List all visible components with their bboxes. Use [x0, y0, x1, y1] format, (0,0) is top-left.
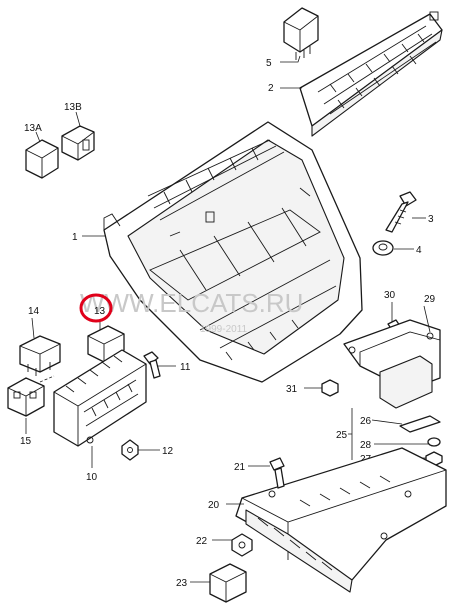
part-2-relay-carrier[interactable]: [299, 11, 443, 137]
part-22-nut[interactable]: [231, 533, 253, 557]
callout-13: 13: [94, 306, 106, 317]
callout-10: 10: [86, 472, 98, 483]
callout-1: 1: [72, 232, 78, 243]
callout-20: 20: [208, 500, 220, 511]
part-3-bolt[interactable]: [385, 191, 417, 233]
part-15-relay-base[interactable]: [7, 377, 45, 417]
part-26-clip[interactable]: [399, 415, 441, 433]
part-11-screw[interactable]: [143, 351, 161, 379]
callout-30: 30: [384, 290, 396, 301]
callout-12: 12: [162, 446, 174, 457]
part-21-screw[interactable]: [269, 457, 285, 489]
callout-22: 22: [196, 536, 208, 547]
part-13a-relay[interactable]: [25, 139, 59, 179]
part-4-grommet[interactable]: [372, 240, 394, 256]
callout-13a: 13A: [24, 123, 42, 134]
part-31-nut[interactable]: [321, 379, 339, 397]
callout-14: 14: [28, 306, 40, 317]
callout-3: 3: [428, 214, 434, 225]
callout-28: 28: [360, 440, 372, 451]
callout-4: 4: [416, 245, 422, 256]
part-13b-holder[interactable]: [61, 125, 95, 161]
callout-29: 29: [424, 294, 436, 305]
callout-26: 26: [360, 416, 372, 427]
callout-23: 23: [176, 578, 188, 589]
part-12-nut[interactable]: [121, 439, 139, 461]
part-23-relay[interactable]: [209, 563, 247, 603]
part-14-relay-base[interactable]: [19, 335, 61, 376]
callout-15: 15: [20, 436, 32, 447]
part-29-bracket[interactable]: [343, 319, 441, 409]
part-13-relay[interactable]: [87, 325, 125, 363]
part-1-housing[interactable]: [103, 121, 363, 383]
callout-25: 25: [336, 430, 348, 441]
watermark-year: 1999-2011: [200, 324, 248, 335]
part-28-washer[interactable]: [427, 437, 441, 447]
callout-2: 2: [268, 83, 274, 94]
callout-11: 11: [180, 362, 191, 373]
part-5-relay[interactable]: [283, 7, 319, 60]
callout-21: 21: [234, 462, 246, 473]
callout-5: 5: [266, 58, 272, 69]
highlight-circle: [79, 293, 113, 323]
callout-31: 31: [286, 384, 298, 395]
callout-13b: 13B: [64, 102, 82, 113]
part-10-relay-plate[interactable]: [53, 349, 147, 447]
part-20-relay-carrier[interactable]: [235, 447, 447, 593]
watermark-site: WWW.ELCATS.RU: [80, 288, 303, 318]
